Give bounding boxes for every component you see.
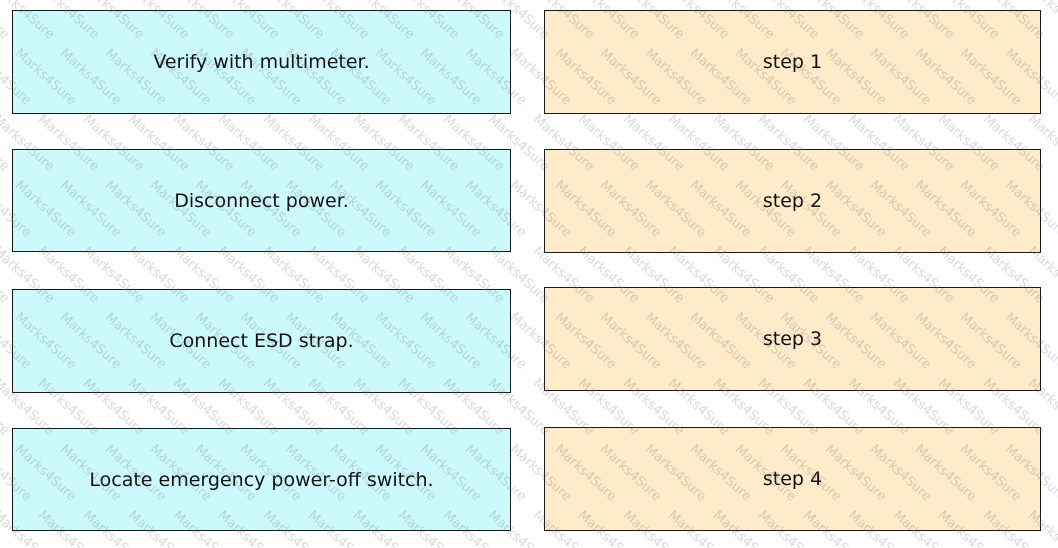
watermark-text: Marks4Sure — [0, 0, 12, 43]
drag-item-label: Disconnect power. — [174, 189, 349, 212]
drop-target-step-2[interactable]: step 2 — [544, 149, 1041, 253]
drop-target-step-3[interactable]: step 3 — [544, 287, 1041, 391]
drag-item-label: Verify with multimeter. — [153, 51, 370, 73]
drop-target-label: step 2 — [762, 190, 823, 212]
drag-item-connect-esd-strap[interactable]: Connect ESD strap. — [12, 289, 511, 393]
drag-item-disconnect-power[interactable]: Disconnect power. — [12, 149, 511, 252]
drop-target-label: step 4 — [762, 468, 823, 490]
watermark-text: Marks4Sure — [0, 508, 12, 548]
drag-item-label: Connect ESD strap. — [169, 330, 354, 352]
drag-item-label: Locate emergency power-off switch. — [89, 468, 434, 491]
drag-item-locate-epo-switch[interactable]: Locate emergency power-off switch. — [12, 428, 511, 531]
drag-item-verify-multimeter[interactable]: Verify with multimeter. — [12, 10, 511, 114]
drop-target-label: step 1 — [762, 51, 823, 73]
drop-target-step-4[interactable]: step 4 — [544, 427, 1041, 531]
watermark-text: Marks4Sure — [0, 112, 12, 175]
drop-target-step-1[interactable]: step 1 — [544, 10, 1041, 114]
watermark-text: Marks4Sure — [0, 376, 12, 439]
watermark-text: Marks4Sure — [0, 244, 12, 307]
drop-target-label: step 3 — [762, 328, 823, 350]
